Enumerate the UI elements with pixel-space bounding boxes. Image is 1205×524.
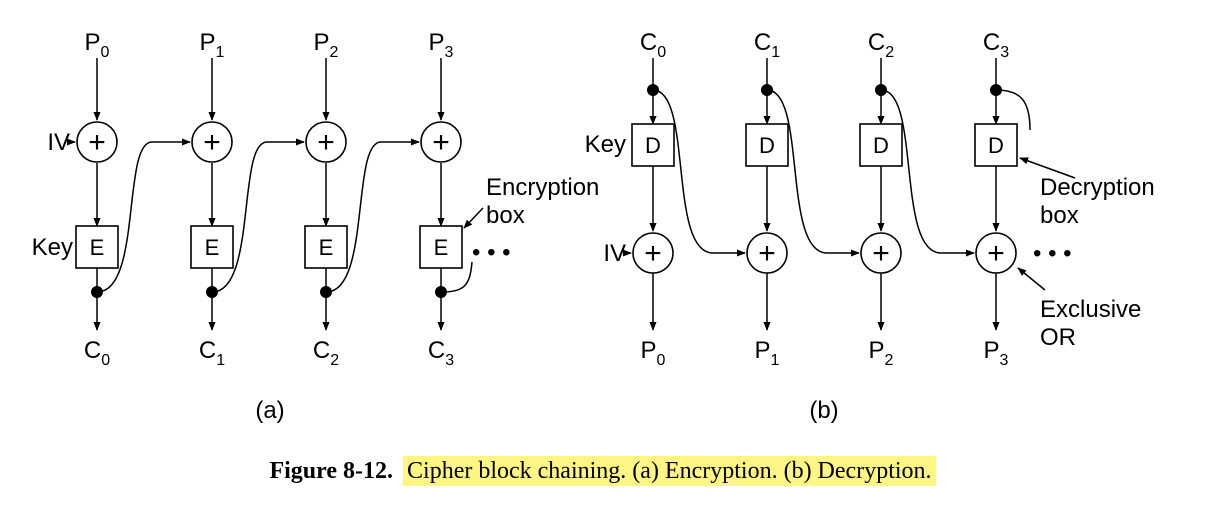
enc-output-label: C3	[428, 337, 454, 369]
dec-d-box-letter: D	[873, 133, 889, 158]
dec-input-label: C1	[754, 29, 780, 61]
dec-chain-continuation	[995, 89, 1031, 131]
enc-e-box	[419, 225, 463, 269]
enc-junction-dot	[320, 286, 332, 298]
dec-junction-dot	[875, 84, 887, 96]
enc-xor-gate	[420, 121, 462, 163]
dec-xor-gate	[860, 232, 902, 274]
dec-chain-arrow	[652, 89, 746, 257]
caption-text: Cipher block chaining. (a) Encryption. (…	[403, 456, 936, 486]
enc-ellipsis: • • •	[472, 239, 511, 266]
enc-xor-gate	[191, 121, 233, 163]
enc-input-label: P1	[200, 29, 225, 61]
enc-e-box	[75, 225, 119, 269]
dec-xor-symbol: +	[644, 237, 662, 270]
dec-output-label: P2	[869, 337, 894, 369]
dec-input-label: C2	[868, 29, 894, 61]
dec-annotation-box-line2: box	[1040, 202, 1079, 229]
enc-e-box-letter: E	[319, 235, 334, 260]
enc-xor-gate	[76, 121, 118, 163]
dec-iv-label: IV	[603, 240, 626, 267]
dec-d-box	[859, 123, 903, 167]
dec-chain-arrow	[766, 89, 860, 257]
dec-d-box-letter: D	[759, 133, 775, 158]
enc-xor-symbol: +	[432, 126, 450, 159]
dec-output-label: P3	[984, 337, 1009, 369]
dec-input-label: C3	[983, 29, 1009, 61]
dec-d-box	[974, 123, 1018, 167]
dec-xor-gate	[975, 232, 1017, 274]
dec-junction-dot	[761, 84, 773, 96]
dec-d-box-letter: D	[988, 133, 1004, 158]
dec-annotation-box-arrow	[1019, 157, 1076, 179]
enc-xor-symbol: +	[203, 126, 221, 159]
dec-junction-dot	[647, 84, 659, 96]
enc-annotation-line2: box	[486, 202, 525, 229]
enc-junction-dot	[91, 286, 103, 298]
enc-input-label: P2	[314, 29, 339, 61]
dec-annotation-xor-arrow	[1017, 267, 1046, 291]
enc-e-box-letter: E	[90, 235, 105, 260]
enc-output-label: C0	[84, 337, 110, 369]
enc-chain-arrow	[211, 138, 305, 293]
dec-output-label: P1	[755, 337, 780, 369]
enc-e-box	[304, 225, 348, 269]
enc-panel-label: (a)	[255, 397, 284, 424]
dec-d-box	[745, 123, 789, 167]
dec-xor-symbol: +	[987, 237, 1005, 270]
enc-e-box-letter: E	[434, 235, 449, 260]
enc-input-label: P0	[85, 29, 110, 61]
enc-output-label: C2	[313, 337, 339, 369]
enc-annotation-arrow	[463, 207, 484, 229]
dec-annotation-xor-line1: Exclusive	[1040, 296, 1141, 323]
dec-annotation-xor-line2: OR	[1040, 324, 1076, 351]
enc-output-label: C1	[199, 337, 225, 369]
enc-chain-arrow	[325, 138, 420, 293]
enc-chain-arrow	[96, 138, 191, 293]
dec-key-label: Key	[585, 131, 626, 158]
enc-xor-symbol: +	[88, 126, 106, 159]
dec-panel-label: (b)	[809, 397, 838, 424]
dec-xor-gate	[746, 232, 788, 274]
dec-d-box-letter: D	[645, 133, 661, 158]
dec-xor-symbol: +	[872, 237, 890, 270]
dec-input-label: C0	[640, 29, 666, 61]
figure-number: Figure 8-12.	[269, 458, 394, 484]
dec-output-label: P0	[641, 337, 666, 369]
enc-xor-gate	[305, 121, 347, 163]
dec-chain-arrow	[880, 89, 975, 257]
enc-input-label: P3	[429, 29, 454, 61]
enc-junction-dot	[206, 286, 218, 298]
enc-iv-label: IV	[47, 129, 70, 156]
figure-caption: Figure 8-12. Cipher block chaining. (a) E…	[0, 456, 1205, 486]
enc-e-box	[190, 225, 234, 269]
enc-e-box-letter: E	[205, 235, 220, 260]
dec-d-box	[631, 123, 675, 167]
enc-annotation-line1: Encryption	[486, 174, 599, 201]
enc-junction-dot	[435, 286, 447, 298]
dec-junction-dot	[990, 84, 1002, 96]
enc-xor-symbol: +	[317, 126, 335, 159]
dec-annotation-box-line1: Decryption	[1040, 174, 1155, 201]
enc-key-label: Key	[32, 234, 73, 261]
dec-ellipsis: • • •	[1033, 240, 1072, 267]
dec-xor-symbol: +	[758, 237, 776, 270]
dec-xor-gate	[632, 232, 674, 274]
